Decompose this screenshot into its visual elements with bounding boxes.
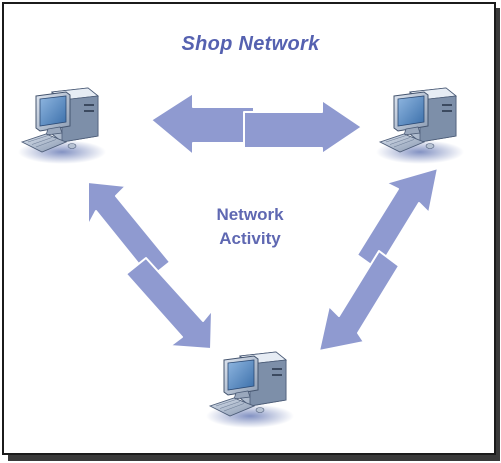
center-label: Network Activity (175, 203, 325, 251)
arrow-right-bottom (318, 167, 439, 352)
center-label-line-2: Activity (219, 229, 281, 248)
computer-bottom-icon (205, 351, 295, 429)
arrow-left-bottom (87, 181, 213, 350)
diagram-title: Shop Network (181, 33, 320, 55)
computer-left-icon (17, 87, 107, 165)
center-label-line-1: Network (216, 205, 284, 224)
arrow-top-left-right (150, 92, 363, 156)
computer-right-icon (375, 87, 465, 165)
frame-shadow-right (495, 8, 500, 459)
frame-shadow-bottom (8, 455, 500, 461)
frame-border (2, 2, 496, 455)
